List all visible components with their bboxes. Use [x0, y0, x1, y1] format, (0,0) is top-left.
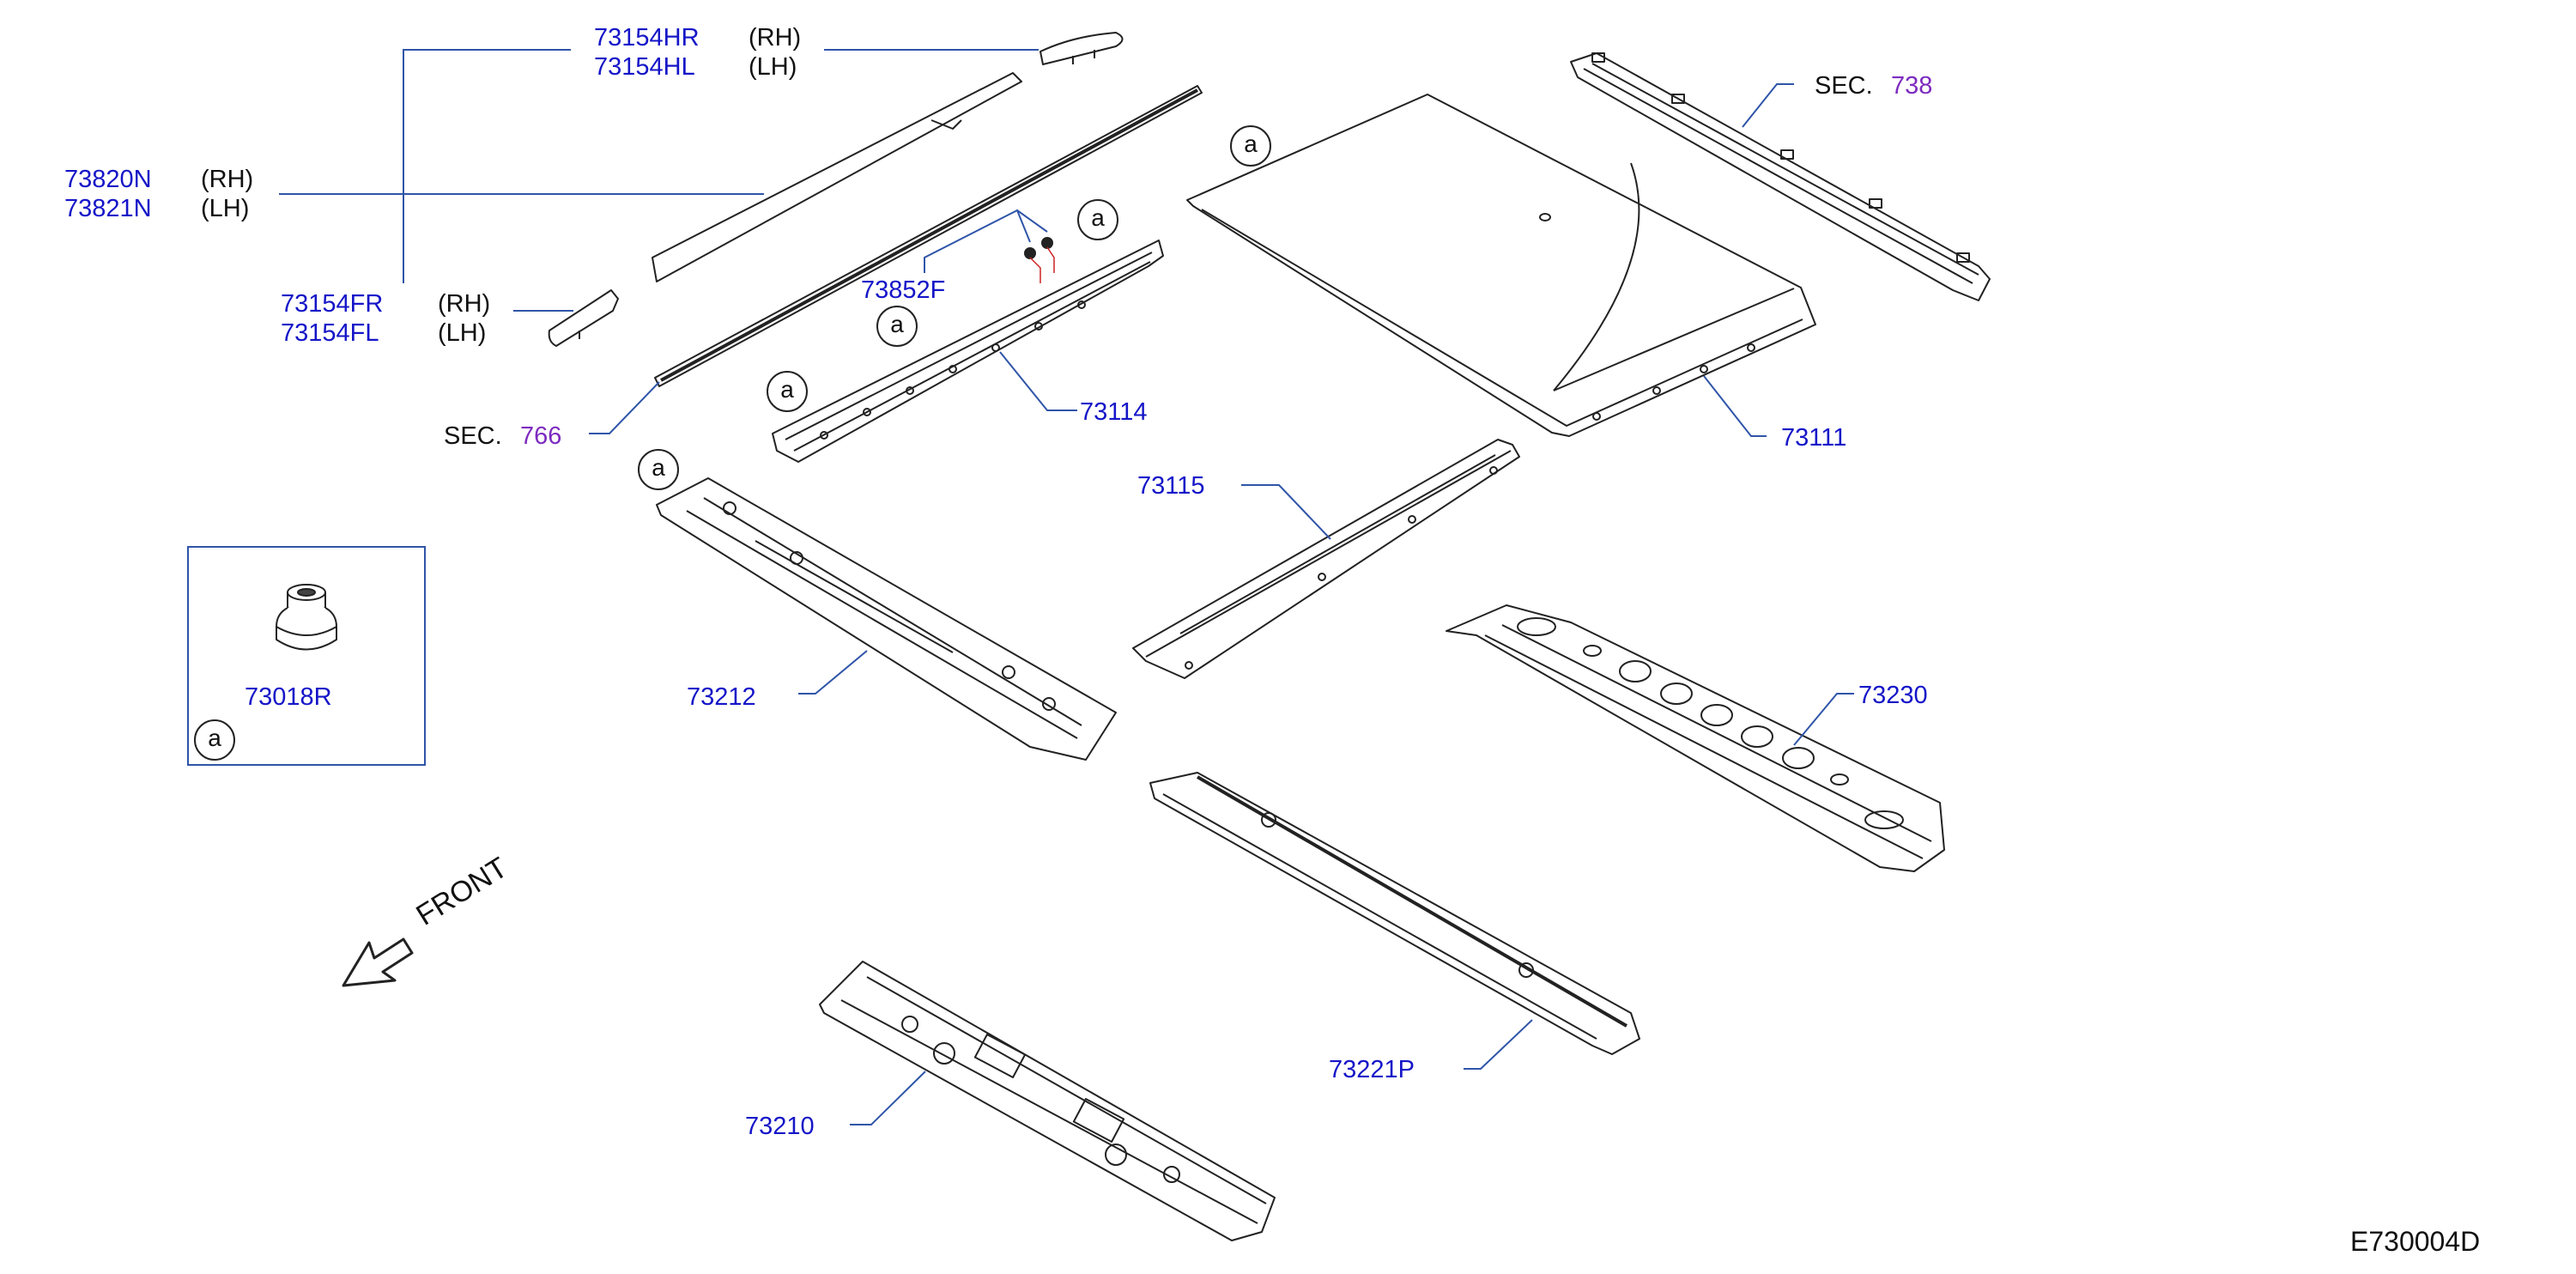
- label-73230: 73230: [1858, 682, 1928, 709]
- front-roof-rail-73114: [772, 240, 1164, 463]
- label-73852F: 73852F: [861, 276, 946, 304]
- callout-a-front-rail-mid: a: [876, 306, 918, 347]
- front-direction-arrow: [342, 937, 414, 987]
- roof-bow-73115: [1132, 439, 1520, 679]
- label-73154HR-side: (RH): [749, 24, 802, 52]
- callout-a-reinforcement: a: [638, 449, 679, 490]
- label-sec-prefix-738: SEC.: [1815, 72, 1873, 100]
- rubber-bumper-73018R: [276, 584, 337, 651]
- molding-end-cover-73154HR: [1039, 32, 1124, 65]
- label-73212: 73212: [687, 683, 756, 711]
- label-73115: 73115: [1137, 472, 1205, 500]
- roof-bow-73221P: [1149, 772, 1640, 1055]
- label-sec-766: 766: [520, 422, 562, 450]
- leader-73212: [798, 650, 868, 695]
- label-73154HL: 73154HL: [594, 53, 695, 81]
- rear-roof-rail-73210: [819, 961, 1276, 1241]
- leader-sec738: [1742, 83, 1794, 128]
- label-73820N: 73820N: [64, 166, 152, 193]
- callout-a-inset: a: [194, 719, 235, 761]
- callout-a-front-rail: a: [1077, 199, 1118, 240]
- leader-73221P: [1464, 1019, 1533, 1070]
- leader-73230: [1793, 693, 1854, 746]
- callout-a-roof: a: [1230, 125, 1271, 167]
- leader-73210: [850, 1071, 926, 1125]
- leader-sec766: [589, 381, 660, 434]
- label-73114: 73114: [1080, 398, 1148, 426]
- molding-finisher: [652, 72, 1022, 282]
- label-73210: 73210: [745, 1113, 815, 1140]
- label-73820N-side: (RH): [201, 166, 254, 193]
- leader-73111: [1703, 375, 1767, 437]
- roof-bow-73230: [1446, 604, 1945, 872]
- label-73154FL: 73154FL: [281, 319, 379, 347]
- leader-73114: [999, 351, 1077, 411]
- label-73821N: 73821N: [64, 195, 152, 222]
- label-sec-prefix-766: SEC.: [444, 422, 502, 450]
- label-73154HR: 73154HR: [594, 24, 700, 52]
- roof-side-rail-sec738: [1570, 52, 1991, 301]
- roof-panel-73111: [1186, 94, 1816, 437]
- label-73154FR-side: (RH): [438, 290, 491, 318]
- leader-73154-bracket: [403, 49, 571, 283]
- label-73154HL-side: (LH): [749, 53, 797, 81]
- diagram-code: E730004D: [2350, 1226, 2481, 1257]
- inset-box: [187, 546, 426, 766]
- label-73821N-side: (LH): [201, 195, 250, 222]
- front-roof-reinforcement-73212: [656, 477, 1117, 761]
- callout-a-front-rail-left: a: [767, 371, 808, 412]
- label-73221P: 73221P: [1329, 1056, 1415, 1083]
- label-73111: 73111: [1781, 424, 1847, 452]
- label-73154FL-side: (LH): [438, 319, 487, 347]
- leader-73115: [1241, 484, 1331, 540]
- label-73018R: 73018R: [245, 683, 332, 711]
- clips-73852F: [1024, 237, 1055, 283]
- leader-73852F-b: [1016, 209, 1048, 233]
- label-73154FR: 73154FR: [281, 290, 384, 318]
- label-sec-738: 738: [1891, 72, 1933, 100]
- molding-end-cover-73154FR: [548, 289, 619, 347]
- leader-73852F: [924, 209, 1031, 273]
